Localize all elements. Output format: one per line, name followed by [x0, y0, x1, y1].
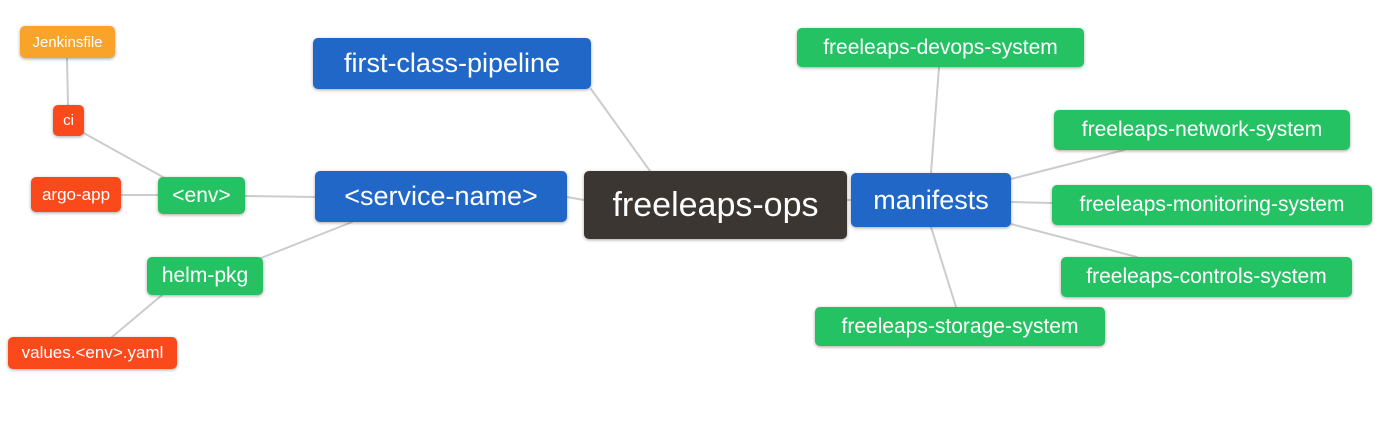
- edge-service-name-freeleaps-ops: [566, 196, 585, 201]
- mindmap-node-service-name[interactable]: <service-name>: [315, 171, 567, 222]
- node-label-jenkinsfile: Jenkinsfile: [32, 33, 103, 51]
- mindmap-node-devops-system[interactable]: freeleaps-devops-system: [797, 28, 1084, 67]
- mindmap-node-first-class-pipeline[interactable]: first-class-pipeline: [313, 38, 591, 89]
- edge-helm-pkg-values-env-yaml: [111, 294, 163, 338]
- node-label-helm-pkg: helm-pkg: [161, 264, 249, 287]
- edge-service-name-helm-pkg: [255, 221, 353, 261]
- mindmap-node-network-system[interactable]: freeleaps-network-system: [1054, 110, 1350, 150]
- node-label-values-env-yaml: values.<env>.yaml: [21, 343, 164, 362]
- mindmap-node-env[interactable]: <env>: [158, 177, 245, 214]
- mindmap-node-helm-pkg[interactable]: helm-pkg: [147, 257, 263, 295]
- node-label-env: <env>: [172, 183, 231, 207]
- mindmap-node-freeleaps-ops[interactable]: freeleaps-ops: [584, 171, 847, 239]
- node-label-freeleaps-ops: freeleaps-ops: [612, 185, 819, 224]
- node-label-storage-system: freeleaps-storage-system: [841, 314, 1079, 338]
- node-label-service-name: <service-name>: [344, 181, 538, 211]
- mindmap-node-jenkinsfile[interactable]: Jenkinsfile: [20, 26, 115, 58]
- edge-manifests-controls-system: [1010, 223, 1138, 258]
- mindmap-node-controls-system[interactable]: freeleaps-controls-system: [1061, 257, 1352, 297]
- mindmap-node-monitoring-system[interactable]: freeleaps-monitoring-system: [1052, 185, 1372, 225]
- node-label-monitoring-system: freeleaps-monitoring-system: [1079, 193, 1345, 216]
- edge-manifests-network-system: [1010, 149, 1125, 180]
- edge-env-service-name: [244, 195, 316, 198]
- node-label-network-system: freeleaps-network-system: [1081, 118, 1323, 141]
- edge-first-class-pipeline-freeleaps-ops: [590, 88, 651, 172]
- edge-manifests-monitoring-system: [1010, 201, 1053, 204]
- node-label-manifests: manifests: [873, 184, 989, 215]
- edge-manifests-storage-system: [930, 226, 957, 308]
- edge-manifests-devops-system: [930, 66, 940, 174]
- mindmap-node-ci[interactable]: ci: [53, 105, 84, 136]
- mindmap-node-storage-system[interactable]: freeleaps-storage-system: [815, 307, 1105, 346]
- node-label-devops-system: freeleaps-devops-system: [823, 35, 1058, 59]
- node-label-controls-system: freeleaps-controls-system: [1086, 265, 1327, 288]
- mindmap-node-values-env-yaml[interactable]: values.<env>.yaml: [8, 337, 177, 369]
- mindmap-node-argo-app[interactable]: argo-app: [31, 177, 121, 212]
- node-label-argo-app: argo-app: [41, 184, 111, 204]
- mindmap-node-manifests[interactable]: manifests: [851, 173, 1011, 227]
- edge-jenkinsfile-ci: [66, 57, 69, 107]
- edge-ci-env: [79, 130, 171, 182]
- node-label-ci: ci: [63, 112, 74, 129]
- node-label-first-class-pipeline: first-class-pipeline: [343, 48, 561, 78]
